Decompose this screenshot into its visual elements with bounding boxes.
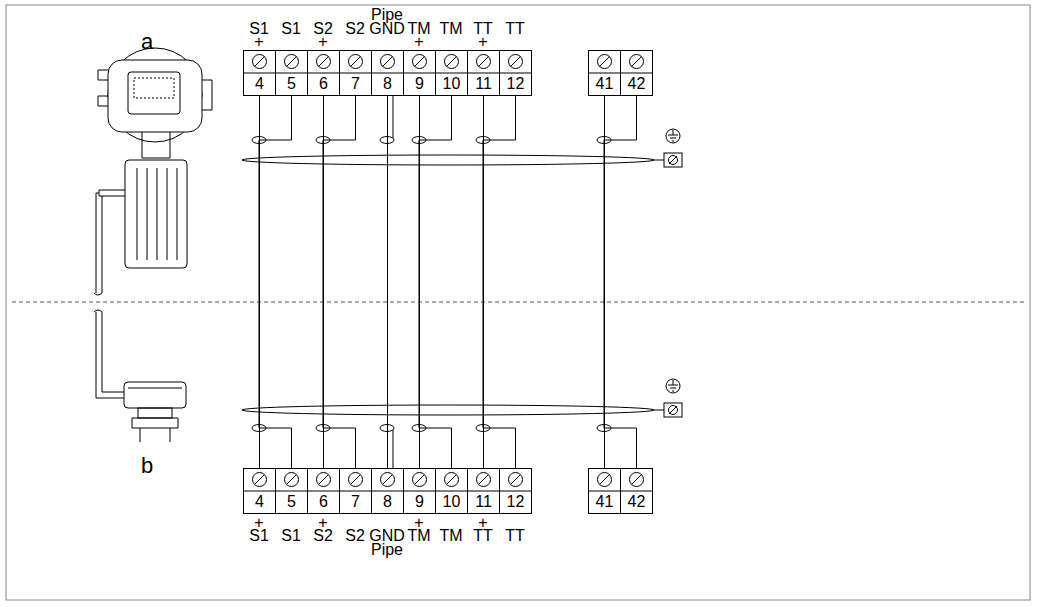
signal-label: + bbox=[318, 516, 327, 530]
signal-label: TT bbox=[505, 22, 525, 36]
signal-label: Pipe bbox=[371, 543, 403, 557]
cable-wire bbox=[604, 96, 637, 468]
terminal-number: 12 bbox=[500, 51, 531, 94]
sensor-illustration bbox=[94, 310, 186, 442]
signal-label: + bbox=[254, 35, 263, 49]
terminal-number: 41 bbox=[589, 469, 620, 512]
terminal-number: 6 bbox=[308, 469, 339, 512]
terminal-box: 41 bbox=[588, 468, 621, 514]
terminal-number: 12 bbox=[500, 469, 531, 512]
terminal-box: 5 bbox=[275, 50, 308, 96]
terminal-number: 7 bbox=[340, 51, 371, 94]
signal-label: + bbox=[414, 516, 423, 530]
terminal-box: 5 bbox=[275, 468, 308, 514]
signal-label: S1 bbox=[249, 22, 269, 36]
terminal-number: 8 bbox=[372, 51, 403, 94]
cable-wire bbox=[387, 96, 388, 468]
terminal-box: 8 bbox=[371, 468, 404, 514]
signal-label: S1 bbox=[281, 529, 301, 543]
terminal-screws bbox=[243, 55, 653, 492]
signal-label: S2 bbox=[313, 22, 333, 36]
terminal-number: 10 bbox=[436, 469, 467, 512]
signal-label: TM bbox=[439, 529, 462, 543]
terminal-number: 5 bbox=[276, 469, 307, 512]
signal-label: TT bbox=[505, 529, 525, 543]
signal-label: S1 bbox=[249, 529, 269, 543]
terminal-box: 41 bbox=[588, 50, 621, 96]
signal-label: + bbox=[478, 516, 487, 530]
terminal-number: 4 bbox=[244, 51, 275, 94]
terminal-box: 7 bbox=[339, 468, 372, 514]
terminal-box: 7 bbox=[339, 50, 372, 96]
signal-label: + bbox=[254, 516, 263, 530]
terminal-number: 10 bbox=[436, 51, 467, 94]
separator bbox=[12, 302, 1024, 303]
frame bbox=[6, 5, 1030, 600]
terminal-box: 8 bbox=[371, 50, 404, 96]
cable-wire bbox=[419, 96, 452, 468]
cable-shield bbox=[242, 153, 682, 417]
signal-label: Pipe bbox=[371, 8, 403, 22]
terminal-number: 42 bbox=[621, 469, 652, 512]
terminal-box: 6 bbox=[307, 50, 340, 96]
terminal-number: 42 bbox=[621, 51, 652, 94]
signal-label: TT bbox=[473, 529, 493, 543]
signal-label: GND bbox=[369, 529, 405, 543]
signal-label: + bbox=[414, 35, 423, 49]
signal-label: S2 bbox=[345, 529, 365, 543]
terminal-box: 10 bbox=[435, 50, 468, 96]
terminal-number: 9 bbox=[404, 469, 435, 512]
signal-label: + bbox=[478, 35, 487, 49]
terminal-box: 12 bbox=[499, 468, 532, 514]
cable-wire bbox=[483, 96, 516, 468]
cable-wire bbox=[323, 96, 356, 468]
terminal-box: 4 bbox=[243, 468, 276, 514]
signal-label: TM bbox=[407, 529, 430, 543]
device-letter: b bbox=[141, 455, 153, 477]
terminal-box: 10 bbox=[435, 468, 468, 514]
terminal-box: 4 bbox=[243, 50, 276, 96]
cable-wire bbox=[259, 96, 292, 468]
pair-ovals bbox=[252, 96, 611, 468]
terminal-number: 11 bbox=[468, 469, 499, 512]
terminal-box: 9 bbox=[403, 468, 436, 514]
terminal-number: 4 bbox=[244, 469, 275, 512]
terminal-box: 42 bbox=[620, 50, 653, 96]
terminal-box: 42 bbox=[620, 468, 653, 514]
terminal-number: 41 bbox=[589, 51, 620, 94]
terminal-number: 6 bbox=[308, 51, 339, 94]
terminal-number: 9 bbox=[404, 51, 435, 94]
terminal-box: 11 bbox=[467, 468, 500, 514]
terminal-box: 9 bbox=[403, 50, 436, 96]
signal-label: TT bbox=[473, 22, 493, 36]
signal-label: + bbox=[318, 35, 327, 49]
terminal-box: 11 bbox=[467, 50, 500, 96]
terminal-box: 12 bbox=[499, 50, 532, 96]
terminal-number: 7 bbox=[340, 469, 371, 512]
signal-label: GND bbox=[369, 22, 405, 36]
signal-label: S1 bbox=[281, 22, 301, 36]
terminal-number: 8 bbox=[372, 469, 403, 512]
signal-label: TM bbox=[439, 22, 462, 36]
device-letter: a bbox=[141, 31, 153, 53]
transmitter-illustration bbox=[94, 48, 212, 295]
terminal-box: 6 bbox=[307, 468, 340, 514]
terminal-number: 5 bbox=[276, 51, 307, 94]
signal-label: S2 bbox=[313, 529, 333, 543]
terminal-number: 11 bbox=[468, 51, 499, 94]
signal-label: S2 bbox=[345, 22, 365, 36]
signal-label: TM bbox=[407, 22, 430, 36]
ground-symbol bbox=[666, 129, 680, 393]
